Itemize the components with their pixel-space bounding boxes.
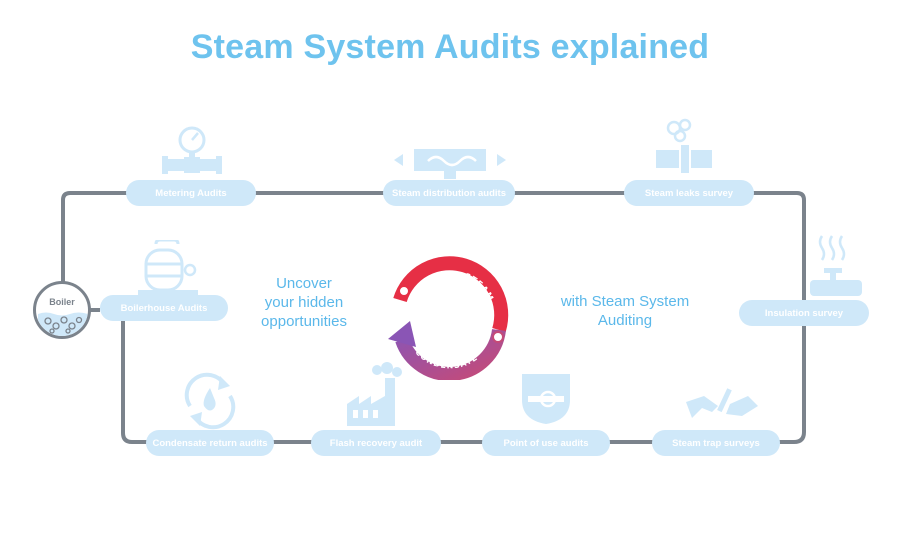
page-title: Steam System Audits explained bbox=[190, 28, 710, 66]
steam-distribution-audits-pill[interactable]: Steam distribution audits bbox=[383, 180, 515, 206]
boiler-bubbles-icon bbox=[38, 312, 88, 336]
water-recycle-icon bbox=[184, 372, 236, 430]
pressure-gauge-icon bbox=[162, 126, 222, 174]
uncover-line-1: Uncover bbox=[276, 275, 332, 292]
boiler: Boiler bbox=[33, 281, 91, 339]
metering-audits-pill[interactable]: Metering Audits bbox=[126, 180, 256, 206]
steam-condensate-cycle: STEAM CONDENSATE bbox=[388, 256, 509, 380]
condensate-return-audits-pill[interactable]: Condensate return audits bbox=[146, 430, 274, 456]
boiler-label: Boiler bbox=[49, 297, 75, 307]
hands-tools-icon bbox=[686, 388, 758, 418]
pipe-distribution-icon bbox=[394, 149, 506, 179]
insulation-survey-pill[interactable]: Insulation survey bbox=[739, 300, 869, 326]
auditing-line-1: with Steam System bbox=[560, 293, 690, 310]
steam-system-auditing-text: with Steam System Auditing bbox=[545, 292, 705, 330]
steam-trap-surveys-pill[interactable]: Steam trap surveys bbox=[652, 430, 780, 456]
uncover-line-2: your hidden bbox=[264, 294, 344, 311]
shield-gauge-icon bbox=[522, 374, 570, 424]
uncover-opportunities-text: Uncover your hidden opportunities bbox=[240, 274, 368, 331]
factory-icon bbox=[347, 362, 402, 426]
auditing-line-2: Auditing bbox=[597, 312, 653, 329]
point-of-use-audits-pill[interactable]: Point of use audits bbox=[482, 430, 610, 456]
insulated-valve-icon bbox=[810, 235, 862, 296]
cycle-arrow-icon bbox=[388, 321, 416, 347]
steam-leaks-survey-pill[interactable]: Steam leaks survey bbox=[624, 180, 754, 206]
boilerhouse-icon bbox=[138, 240, 198, 295]
leaking-pipe-icon bbox=[656, 118, 712, 175]
steam-arc bbox=[393, 256, 509, 333]
condensate-arc bbox=[395, 328, 506, 380]
boilerhouse-audits-pill[interactable]: Boilerhouse Audits bbox=[100, 295, 228, 321]
flash-recovery-audit-pill[interactable]: Flash recovery audit bbox=[311, 430, 441, 456]
uncover-line-3: opportunities bbox=[261, 313, 347, 330]
